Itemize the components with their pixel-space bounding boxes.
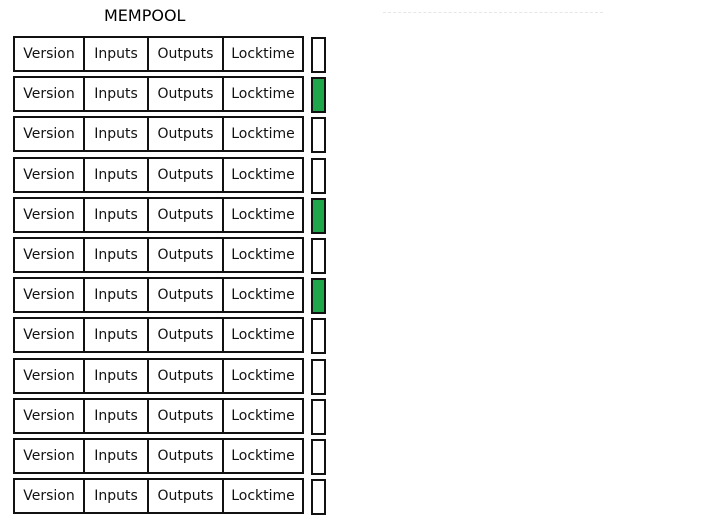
selection-indicator[interactable]: [311, 157, 326, 194]
version-cell: Version: [13, 357, 85, 394]
inputs-cell: Inputs: [83, 437, 149, 474]
selection-indicator[interactable]: [311, 237, 326, 274]
outputs-cell: Outputs: [147, 156, 224, 193]
outputs-cell: Outputs: [147, 36, 224, 72]
selection-indicator[interactable]: [311, 438, 326, 475]
outputs-cell: Outputs: [147, 357, 224, 394]
version-cell: Version: [13, 397, 85, 434]
inputs-cell: Inputs: [83, 397, 149, 434]
outputs-cell: Outputs: [147, 196, 224, 233]
outputs-cell: Outputs: [147, 478, 224, 515]
locktime-cell: Locktime: [222, 116, 304, 153]
locktime-cell: Locktime: [222, 317, 304, 354]
version-cell: Version: [13, 236, 85, 273]
locktime-cell: Locktime: [222, 196, 304, 233]
inputs-cell: Inputs: [83, 236, 149, 273]
locktime-cell: Locktime: [222, 236, 304, 273]
outputs-cell: Outputs: [147, 277, 224, 314]
selection-indicator[interactable]: [311, 278, 326, 315]
locktime-cell: Locktime: [222, 36, 304, 72]
outputs-cell: Outputs: [147, 437, 224, 474]
selection-indicator[interactable]: [311, 479, 326, 516]
locktime-cell: Locktime: [222, 437, 304, 474]
version-cell: Version: [13, 36, 85, 72]
version-cell: Version: [13, 76, 85, 113]
version-cell: Version: [13, 196, 85, 233]
selection-indicator[interactable]: [311, 37, 326, 73]
selection-indicator[interactable]: [311, 117, 326, 154]
locktime-cell: Locktime: [222, 478, 304, 515]
selection-indicator[interactable]: [311, 77, 326, 114]
version-cell: Version: [13, 277, 85, 314]
version-cell: Version: [13, 478, 85, 515]
mempool-title: MEMPOOL: [104, 6, 186, 25]
locktime-cell: Locktime: [222, 76, 304, 113]
locktime-cell: Locktime: [222, 397, 304, 434]
selection-indicator[interactable]: [311, 398, 326, 435]
selection-indicator[interactable]: [311, 318, 326, 355]
inputs-cell: Inputs: [83, 196, 149, 233]
inputs-cell: Inputs: [83, 277, 149, 314]
inputs-cell: Inputs: [83, 317, 149, 354]
inputs-cell: Inputs: [83, 357, 149, 394]
version-cell: Version: [13, 156, 85, 193]
version-cell: Version: [13, 437, 85, 474]
locktime-cell: Locktime: [222, 357, 304, 394]
inputs-cell: Inputs: [83, 116, 149, 153]
outputs-cell: Outputs: [147, 317, 224, 354]
outputs-cell: Outputs: [147, 116, 224, 153]
outputs-cell: Outputs: [147, 236, 224, 273]
inputs-cell: Inputs: [83, 478, 149, 515]
dashed-divider: [383, 12, 603, 13]
outputs-cell: Outputs: [147, 76, 224, 113]
selection-indicator[interactable]: [311, 197, 326, 234]
version-cell: Version: [13, 116, 85, 153]
inputs-cell: Inputs: [83, 156, 149, 193]
inputs-cell: Inputs: [83, 76, 149, 113]
outputs-cell: Outputs: [147, 397, 224, 434]
locktime-cell: Locktime: [222, 156, 304, 193]
inputs-cell: Inputs: [83, 36, 149, 72]
selection-indicator[interactable]: [311, 358, 326, 395]
version-cell: Version: [13, 317, 85, 354]
locktime-cell: Locktime: [222, 277, 304, 314]
